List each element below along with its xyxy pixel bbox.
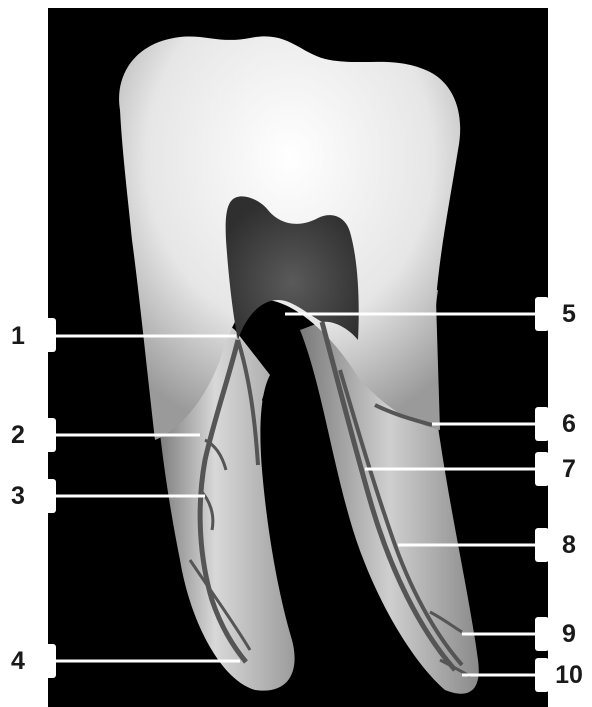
label-4: 4 (0, 649, 36, 674)
label-10: 10 (547, 663, 591, 688)
label-8: 8 (547, 533, 591, 558)
label-1: 1 (0, 324, 36, 349)
label-tab-2 (42, 418, 56, 452)
label-5: 5 (547, 302, 591, 327)
label-tab-1 (42, 318, 56, 352)
tooth-body (119, 36, 479, 693)
label-7: 7 (547, 457, 591, 482)
label-tab-3 (42, 479, 56, 513)
label-2: 2 (0, 423, 36, 448)
label-9: 9 (547, 622, 591, 647)
label-3: 3 (0, 484, 36, 509)
label-6: 6 (547, 412, 591, 437)
label-tab-4 (42, 644, 56, 678)
